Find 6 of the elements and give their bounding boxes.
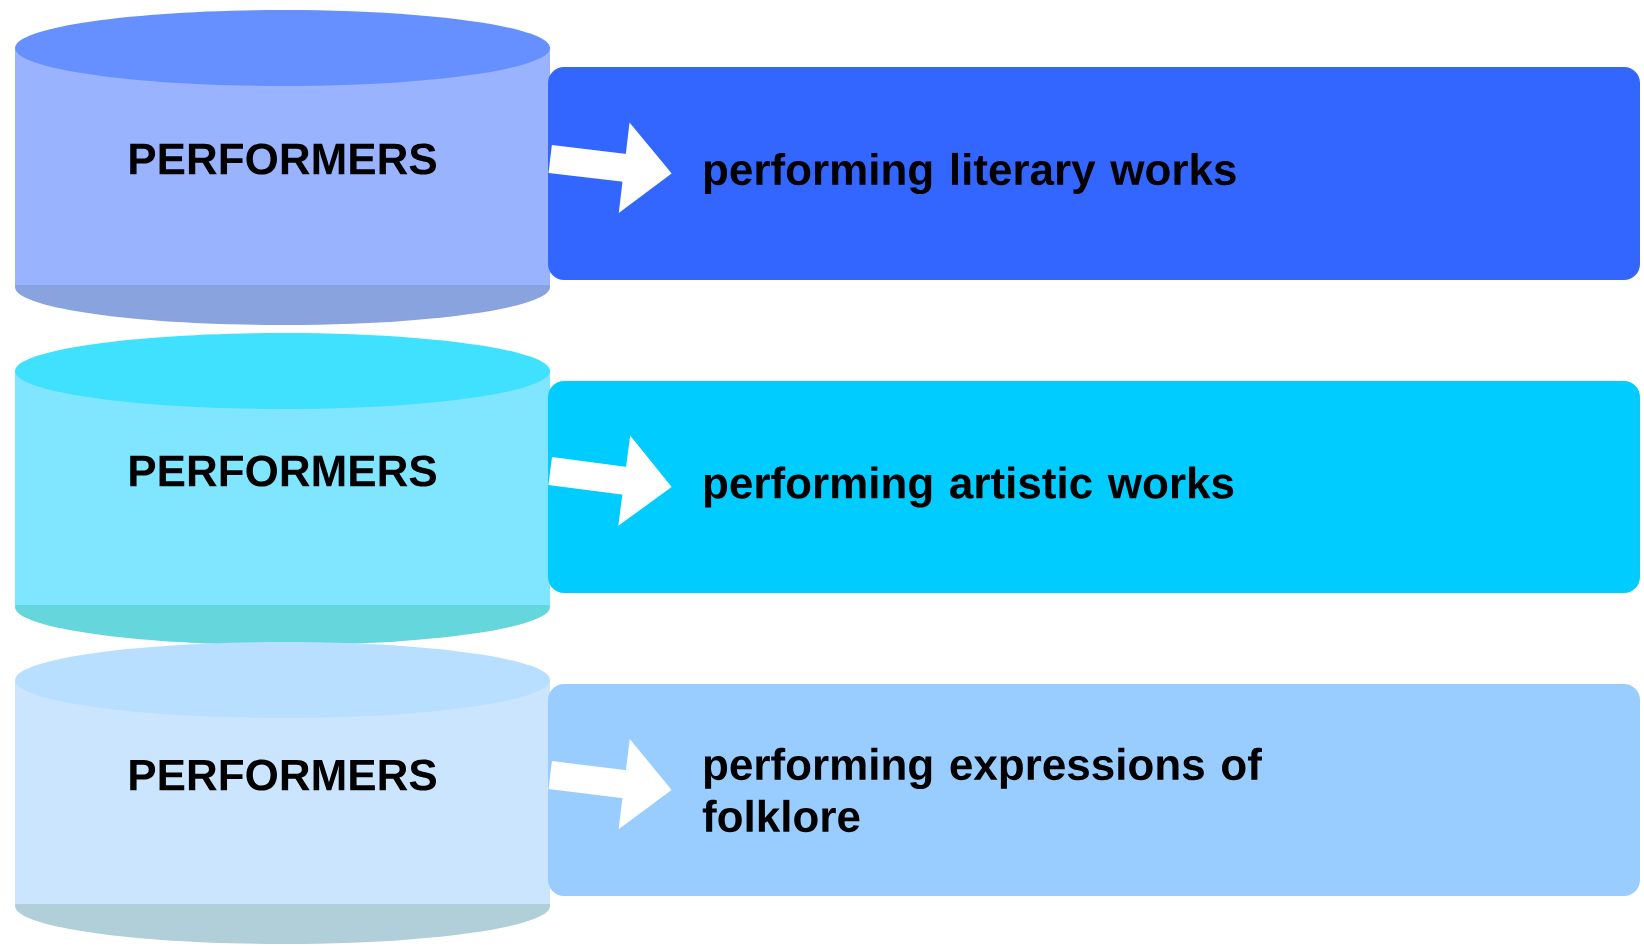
- cylinder: PERFORMERS: [15, 10, 550, 325]
- text-box: performing expressions of folklore: [548, 684, 1640, 896]
- text-box: performing artistic works: [548, 381, 1640, 593]
- cylinder: PERFORMERS: [15, 642, 550, 944]
- text-box: performing literary works: [548, 67, 1640, 280]
- cylinder: PERFORMERS: [15, 333, 550, 645]
